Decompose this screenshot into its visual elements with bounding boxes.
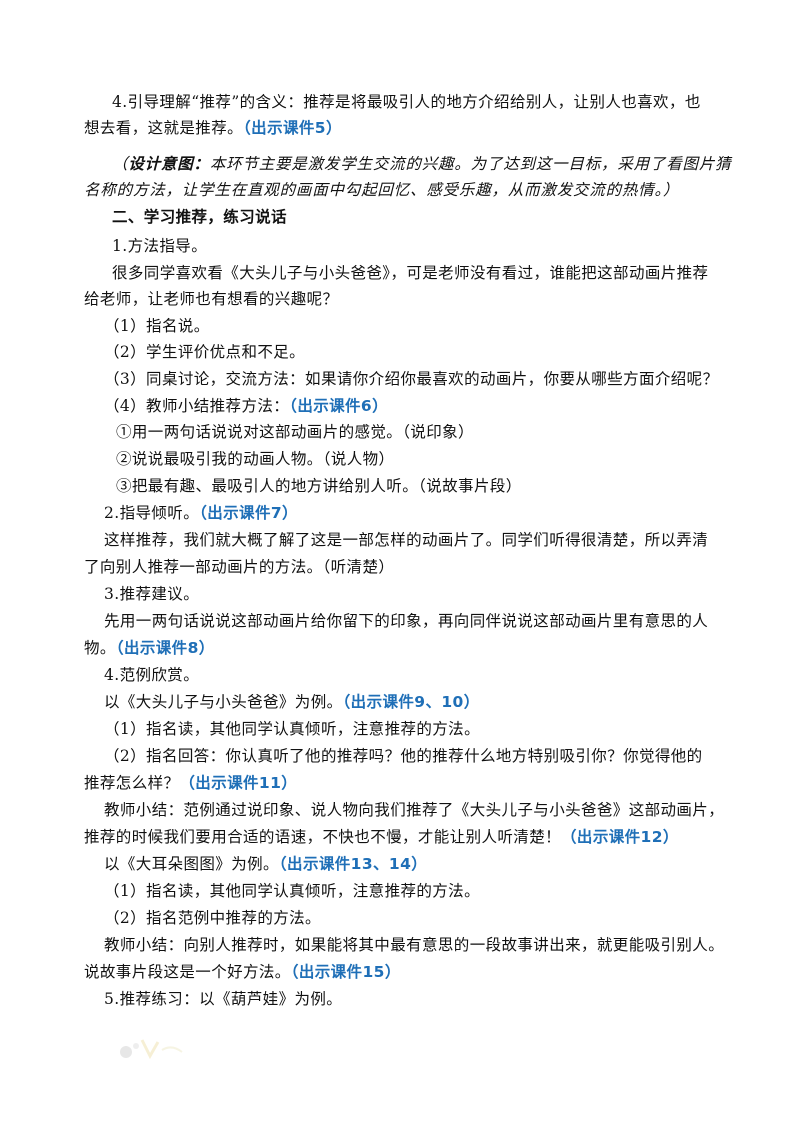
paragraph-line: （1）指名读，其他同学认真倾听，注意推荐的方法。 bbox=[104, 719, 480, 739]
design-intent-label: 设计意图： bbox=[128, 154, 210, 173]
courseware-reference: （出示课件7） bbox=[199, 504, 298, 522]
paragraph-line: 教师小结：向别人推荐时，如果能将其中最有意思的一段故事讲出来，就更能吸引别人。 bbox=[104, 935, 724, 955]
paragraph-text: 2.指导倾听。 bbox=[104, 504, 200, 522]
section-heading-text: 二、学习推荐，练习说话 bbox=[112, 208, 287, 226]
paragraph-line: 这样推荐，我们就大概了解了这是一部怎样的动画片了。同学们听得很清楚，所以弄清 bbox=[104, 530, 708, 550]
courseware-reference: （出示课件6） bbox=[289, 397, 389, 415]
paragraph-line: 1.方法指导。 bbox=[112, 236, 207, 256]
paragraph-text: ③把最有趣、最吸引人的地方讲给别人听。（说故事片段） bbox=[116, 477, 522, 495]
courseware-reference: （出示课件12） bbox=[561, 828, 679, 846]
paragraph-text: （1）指名说。 bbox=[104, 317, 210, 335]
paragraph-text: 给老师，让老师也有想看的兴趣呢？ bbox=[84, 290, 339, 308]
paragraph-line: （2）学生评价优点和不足。 bbox=[104, 342, 305, 362]
courseware-reference: （出示课件15） bbox=[290, 963, 401, 981]
design-intent-text: 本环节主要是激发学生交流的兴趣。为了达到这一目标，采用了看图片猜 bbox=[209, 155, 732, 173]
paragraph-line: （1）指名说。 bbox=[104, 316, 210, 336]
paragraph-line: ③把最有趣、最吸引人的地方讲给别人听。（说故事片段） bbox=[116, 476, 522, 496]
paragraph-line: （4）教师小结推荐方法：（出示课件6） bbox=[104, 396, 388, 416]
paragraph-text: （3）同桌讨论，交流方法：如果请你介绍你最喜欢的动画片，你要从哪些方面介绍呢？ bbox=[104, 370, 719, 388]
paragraph-line: （2）指名回答：你认真听了他的推荐吗？他的推荐什么地方特别吸引你？你觉得他的 bbox=[104, 746, 703, 766]
paragraph-text: 4.范例欣赏。 bbox=[104, 666, 200, 684]
paragraph-text: （4）教师小结推荐方法： bbox=[104, 397, 290, 415]
design-intent-line: （设计意图：本环节主要是激发学生交流的兴趣。为了达到这一目标，采用了看图片猜 bbox=[112, 154, 731, 174]
paragraph-text: 这样推荐，我们就大概了解了这是一部怎样的动画片了。同学们听得很清楚，所以弄清 bbox=[104, 531, 709, 549]
section-heading: 二、学习推荐，练习说话 bbox=[112, 207, 287, 227]
paragraph-text: 推荐的时候我们要用合适的语速，不快也不慢，才能让别人听清楚！ bbox=[84, 828, 562, 846]
paragraph-line: 2.指导倾听。（出示课件7） bbox=[104, 503, 298, 523]
paragraph-line: 先用一两句话说说这部动画片给你留下的印象，再向同伴说说这部动画片里有意思的人 bbox=[104, 611, 708, 631]
paragraph-line: 给老师，让老师也有想看的兴趣呢？ bbox=[84, 289, 338, 309]
paragraph-line: 5.推荐练习：以《葫芦娃》为例。 bbox=[104, 989, 342, 1009]
paragraph-line: 3.推荐建议。 bbox=[104, 584, 199, 604]
paragraph-line: ②说说最吸引我的动画人物。（说人物） bbox=[116, 449, 394, 469]
paragraph-text: 以《大耳朵图图》为例。 bbox=[104, 855, 279, 873]
courseware-reference: （出示课件11） bbox=[179, 774, 298, 792]
courseware-reference: （出示课件5） bbox=[243, 119, 342, 137]
paragraph-text: 以《大头儿子与小头爸爸》为例。 bbox=[104, 693, 343, 711]
design-intent-line: 名称的方法，让学生在直观的画面中勾起回忆、感受乐趣，从而激发交流的热情。） bbox=[84, 180, 679, 200]
paragraph-line: 很多同学喜欢看《大头儿子与小头爸爸》，可是老师没有看过，谁能把这部动画片推荐 bbox=[112, 263, 708, 283]
paragraph-line: 以《大头儿子与小头爸爸》为例。（出示课件9、10） bbox=[104, 692, 480, 712]
paragraph-text: （2）学生评价优点和不足。 bbox=[104, 343, 306, 361]
paragraph-text: 5.推荐练习：以《葫芦娃》为例。 bbox=[104, 990, 343, 1008]
paragraph-text: 先用一两句话说说这部动画片给你留下的印象，再向同伴说说这部动画片里有意思的人 bbox=[104, 612, 709, 630]
paragraph-text: 说故事片段这是一个好方法。 bbox=[84, 963, 291, 981]
paragraph-line: 说故事片段这是一个好方法。（出示课件15） bbox=[84, 962, 401, 982]
faint-watermark-icon bbox=[120, 1039, 183, 1060]
paragraph-line: 以《大耳朵图图》为例。（出示课件13、14） bbox=[104, 854, 427, 874]
paragraph-line: （2）指名范例中推荐的方法。 bbox=[104, 908, 321, 928]
paragraph-text: 推荐怎么样？ bbox=[84, 774, 180, 792]
paragraph-line: （1）指名读，其他同学认真倾听，注意推荐的方法。 bbox=[104, 881, 480, 901]
design-intent-text: 名称的方法，让学生在直观的画面中勾起回忆、感受乐趣，从而激发交流的热情。） bbox=[84, 181, 680, 199]
paragraph-text: 物。 bbox=[84, 639, 116, 657]
paragraph-line: 推荐怎么样？（出示课件11） bbox=[84, 773, 297, 793]
courseware-reference: （出示课件9、10） bbox=[342, 693, 480, 711]
paragraph-text: 很多同学喜欢看《大头儿子与小头爸爸》，可是老师没有看过，谁能把这部动画片推荐 bbox=[112, 264, 709, 282]
paragraph-text: ①用一两句话说说对这部动画片的感觉。（说印象） bbox=[116, 423, 474, 441]
paragraph-text: （2）指名回答：你认真听了他的推荐吗？他的推荐什么地方特别吸引你？你觉得他的 bbox=[104, 747, 703, 765]
paragraph-line: 了向别人推荐一部动画片的方法。（听清楚） bbox=[84, 557, 394, 577]
paragraph-text: 3.推荐建议。 bbox=[104, 585, 200, 603]
paragraph-text: 想去看，这就是推荐。 bbox=[84, 119, 244, 137]
paragraph-line: ①用一两句话说说对这部动画片的感觉。（说印象） bbox=[116, 422, 474, 442]
paragraph-text: ②说说最吸引我的动画人物。（说人物） bbox=[116, 450, 395, 468]
paren-open: （ bbox=[112, 155, 129, 173]
paragraph-text: （2）指名范例中推荐的方法。 bbox=[104, 909, 321, 927]
paragraph-line: 想去看，这就是推荐。（出示课件5） bbox=[84, 118, 342, 138]
paragraph-line: 4.引导理解“推荐”的含义：推荐是将最吸引人的地方介绍给别人，让别人也喜欢，也 bbox=[112, 92, 701, 112]
paragraph-line: 4.范例欣赏。 bbox=[104, 665, 199, 685]
paragraph-line: 物。（出示课件8） bbox=[84, 638, 215, 658]
paragraph-text: 教师小结：范例通过说印象、说人物向我们推荐了《大头儿子与小头爸爸》这部动画片， bbox=[104, 801, 725, 819]
paragraph-text: 4.引导理解“推荐”的含义：推荐是将最吸引人的地方介绍给别人，让别人也喜欢，也 bbox=[112, 93, 701, 111]
paragraph-text: 教师小结：向别人推荐时，如果能将其中最有意思的一段故事讲出来，就更能吸引别人。 bbox=[104, 936, 725, 954]
paragraph-line: （3）同桌讨论，交流方法：如果请你介绍你最喜欢的动画片，你要从哪些方面介绍呢？ bbox=[104, 369, 718, 389]
paragraph-text: 1.方法指导。 bbox=[112, 237, 208, 255]
paragraph-text: 了向别人推荐一部动画片的方法。（听清楚） bbox=[84, 558, 395, 576]
paragraph-line: 教师小结：范例通过说印象、说人物向我们推荐了《大头儿子与小头爸爸》这部动画片， bbox=[104, 800, 724, 820]
paragraph-line: 推荐的时候我们要用合适的语速，不快也不慢，才能让别人听清楚！（出示课件12） bbox=[84, 827, 679, 847]
courseware-reference: （出示课件13、14） bbox=[278, 855, 428, 873]
paragraph-text: （1）指名读，其他同学认真倾听，注意推荐的方法。 bbox=[104, 882, 480, 900]
courseware-reference: （出示课件8） bbox=[115, 639, 215, 657]
paragraph-text: （1）指名读，其他同学认真倾听，注意推荐的方法。 bbox=[104, 720, 480, 738]
